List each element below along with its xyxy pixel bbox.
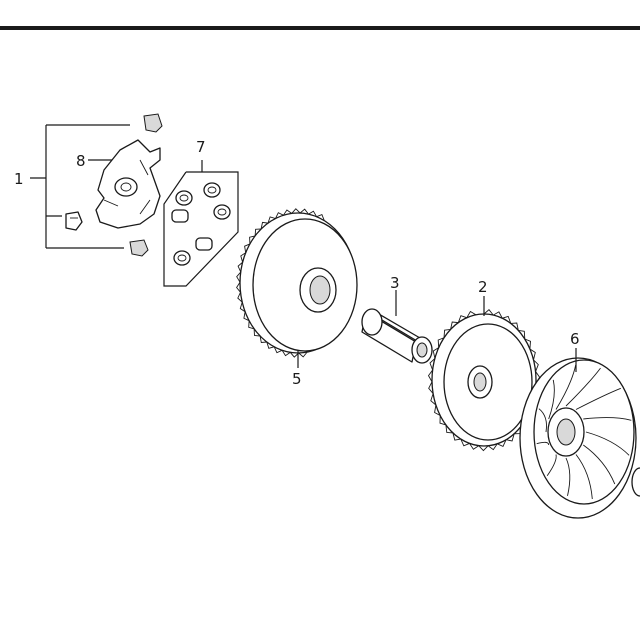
ramp-plate-part [95, 139, 161, 229]
callout-3: 3 [390, 274, 400, 292]
fan-blade [548, 379, 555, 420]
gear-teeth [427, 309, 541, 452]
callout-5: 5 [292, 370, 302, 388]
fan-blade [555, 364, 577, 410]
callout-7: 7 [196, 138, 206, 156]
fan-blade [585, 431, 630, 456]
fan-blade [583, 417, 632, 421]
drive-face-collar-part [361, 308, 433, 364]
fan-blade [546, 454, 557, 476]
fan-face-part [519, 357, 637, 519]
slide-piece-left [65, 211, 83, 231]
fan-blade [565, 457, 571, 497]
callout-1: 1 [14, 170, 24, 188]
callout-2: 2 [478, 278, 488, 296]
movable-drive-face-part [236, 208, 358, 358]
callout-8: 8 [76, 152, 86, 170]
gear-teeth [236, 208, 325, 358]
fan-blade [538, 408, 547, 433]
bracket-7 [163, 160, 239, 287]
fan-blade [575, 387, 621, 410]
callout-6: 6 [570, 330, 580, 348]
fan-blade [536, 441, 550, 446]
fan-blade [565, 367, 601, 407]
slide-piece-top [143, 113, 163, 133]
roller-weights-part [171, 182, 231, 266]
fan-blade [575, 454, 593, 500]
partial-part-edge [631, 467, 640, 497]
drive-gear-part [427, 309, 541, 452]
header-rule [0, 26, 640, 30]
fan-blade [583, 444, 616, 485]
slide-piece-bottom [129, 239, 149, 257]
bracket-1 [30, 124, 130, 249]
